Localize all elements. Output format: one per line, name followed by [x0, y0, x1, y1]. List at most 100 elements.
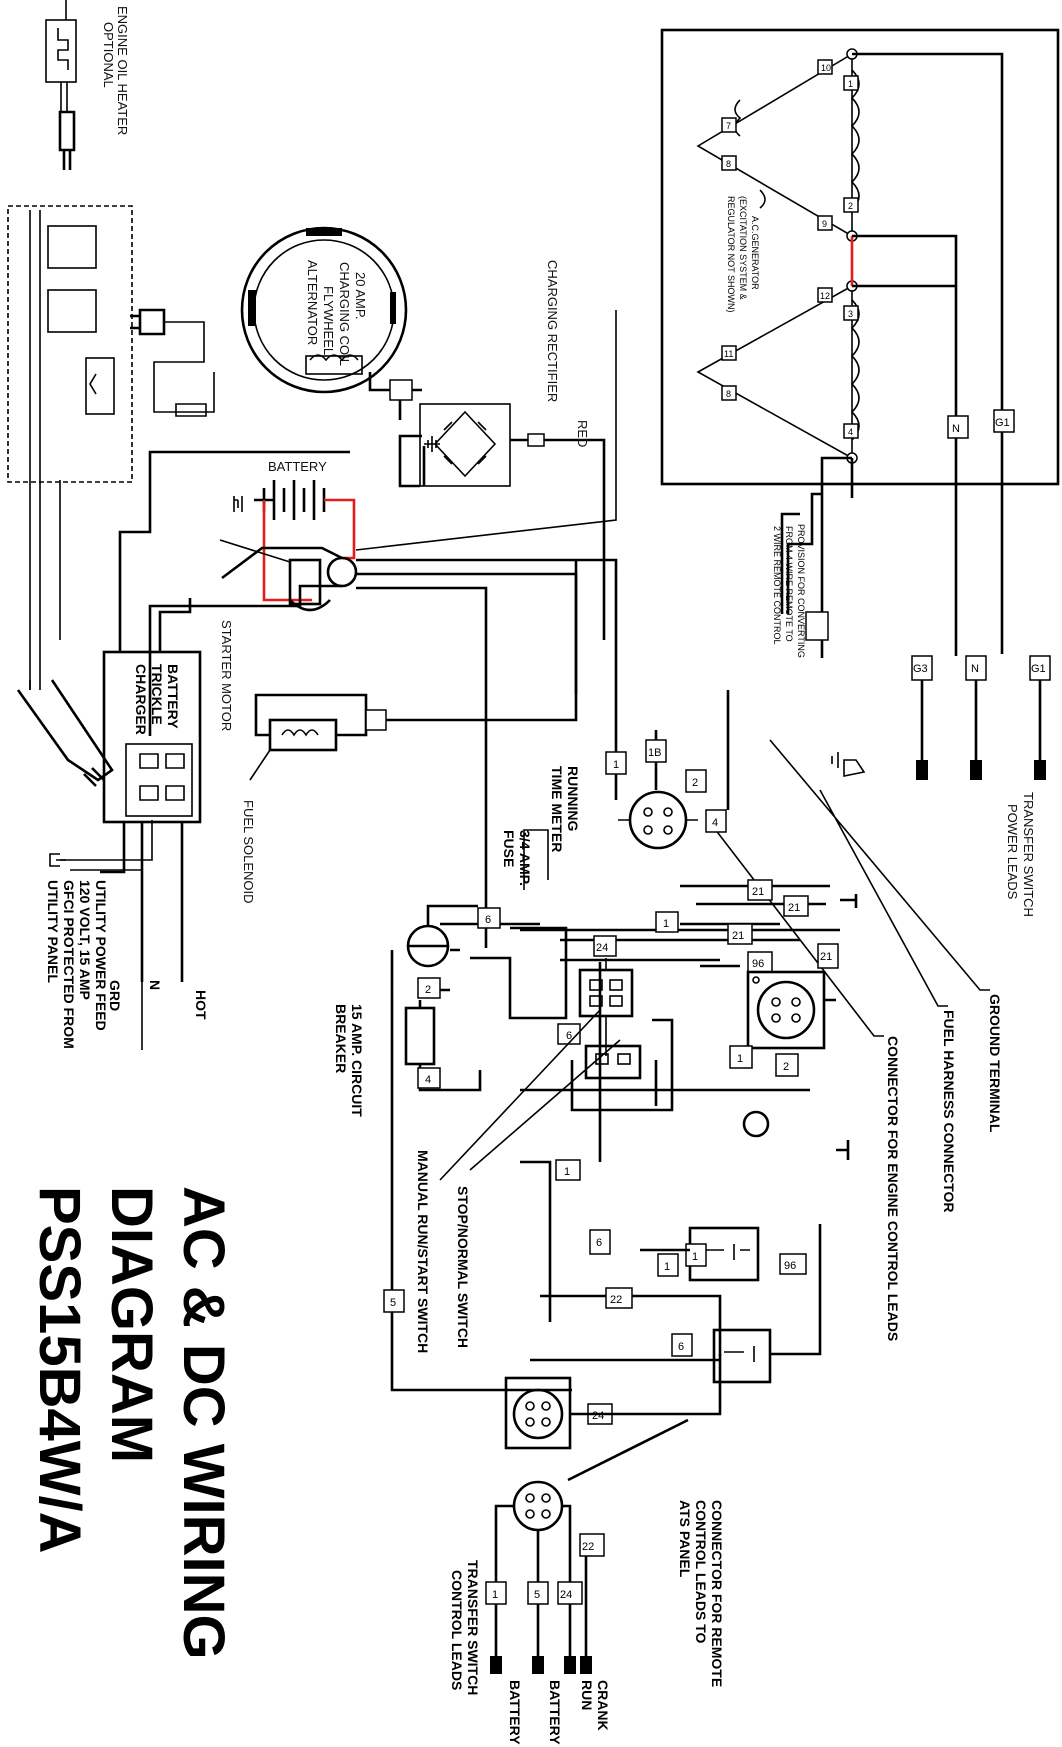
ts-tag-g1: G1 — [1031, 663, 1046, 675]
battery-label: BATTERY — [268, 459, 327, 474]
gen-tag-10: 10 — [821, 63, 831, 73]
battery-minus-label: BATTERY – — [507, 1680, 523, 1747]
manual-switch-label: MANUAL RUN/START SWITCH — [415, 1150, 431, 1353]
outlet-box — [7, 205, 133, 690]
engine-oil-heater — [45, 0, 77, 170]
gen-tag-1: 1 — [848, 79, 853, 89]
panel-tag-2: 2 — [425, 984, 431, 996]
remote-label-2: CONTROL LEADS TO — [693, 1500, 709, 1643]
gen-tag-12: 12 — [820, 291, 830, 301]
fuse — [406, 904, 478, 968]
panel-tag-96a: 96 — [752, 958, 764, 970]
ac-generator — [660, 28, 1060, 658]
provision-label-3: 2 WIRE REMOTE CONTROL — [772, 526, 782, 645]
utility-label-2: 120 VOLT, 15 AMP — [77, 880, 93, 1000]
relay-tag-96: 96 — [784, 1260, 796, 1272]
battery — [233, 480, 326, 520]
fuel-solenoid — [249, 560, 578, 781]
fuel-solenoid-label: FUEL SOLENOID — [241, 800, 256, 904]
engine-oil-heater-optional-label: OPTIONAL — [101, 22, 116, 88]
grd-label: GRD — [107, 980, 123, 1011]
rectifier-label: CHARGING RECTIFIER — [545, 260, 560, 402]
engine-control-connector — [746, 970, 826, 1050]
panel-tag-21d: 21 — [820, 951, 832, 963]
title-line-2: DIAGRAM — [99, 1186, 164, 1463]
stop-switch-label: STOP/NORMAL SWITCH — [455, 1186, 471, 1348]
ts-control-tag-1: 1 — [492, 1589, 498, 1601]
fh-tag-4: 4 — [712, 817, 718, 829]
alternator-connector — [389, 379, 413, 401]
ts-power-label-1: TRANSFER SWITCH — [1021, 792, 1036, 917]
panel-tag-21c: 21 — [732, 930, 744, 942]
trickle-charger-label-3: CHARGER — [133, 664, 149, 735]
remote-label-1: CONNECTOR FOR REMOTE — [709, 1500, 725, 1687]
panel-tag-6b: 6 — [566, 1030, 572, 1042]
run-label: RUN — [579, 1680, 595, 1710]
panel-tag-21b: 21 — [788, 902, 800, 914]
gen-tag-7: 7 — [726, 121, 731, 131]
running-meter-label-2: TIME METER — [549, 766, 565, 852]
circuit-breaker — [404, 1000, 436, 1072]
alternator-alternator-label: ALTERNATOR — [305, 260, 320, 345]
remote-connector-panel — [504, 1376, 572, 1450]
stop-normal-switch — [570, 1018, 674, 1112]
gen-tag-4: 4 — [848, 427, 853, 437]
title-line-1: AC & DC WIRING — [171, 1186, 236, 1660]
provision-label-2: FROM 4 WIRE REMOTE TO — [784, 526, 794, 642]
engine-oil-heater-label: ENGINE OIL HEATER — [115, 6, 130, 135]
gen-tag-8b: 8 — [726, 389, 731, 399]
ts-tag-g3: G3 — [913, 663, 928, 675]
breaker-label-2: BREAKER — [333, 1004, 349, 1073]
panel-tag-1a: 1 — [663, 918, 669, 930]
gen-n-tag: N — [952, 423, 960, 435]
relay-tag-1b: 1 — [664, 1261, 670, 1273]
fh-tag-1: 1 — [613, 759, 619, 771]
fuse-label-2: FUSE — [501, 830, 517, 867]
remote-connector-plug — [512, 1480, 564, 1532]
ground-terminal — [831, 752, 866, 777]
panel-tag-22a: 22 — [610, 1294, 622, 1306]
utility-label-1: UTILITY POWER FEED — [93, 880, 109, 1031]
alternator-amp-label: 20 AMP. — [353, 272, 368, 319]
ts-power-label-2: POWER LEADS — [1005, 804, 1020, 900]
n-label: N — [147, 980, 163, 990]
transfer-switch-power-leads — [911, 655, 1051, 780]
panel-tag-21a: 21 — [752, 886, 764, 898]
trickle-charger-label-1: BATTERY — [165, 664, 181, 729]
alternator-coil-label: CHARGING COIL — [337, 262, 352, 366]
ts-tag-n: N — [971, 663, 979, 675]
panel-tag-6a: 6 — [485, 914, 491, 926]
panel-tag-24a: 24 — [596, 942, 608, 954]
trickle-charger-label-2: TRICKLE — [149, 664, 165, 725]
ac-gen-label-3: REGULATOR NOT SHOWN) — [726, 196, 736, 313]
ac-gen-label-1: A.C.GENERATOR — [750, 216, 760, 290]
panel-tag-1b: 1 — [564, 1166, 570, 1178]
crank-label: CRANK — [595, 1680, 611, 1731]
panel-tag-4: 4 — [425, 1074, 431, 1086]
ec-tag-1: 1 — [737, 1053, 743, 1065]
gen-tag-3: 3 — [848, 309, 853, 319]
fh-tag-1b: 1B — [648, 747, 661, 759]
relay-lower — [712, 1328, 772, 1384]
panel-tag-24b: 24 — [592, 1410, 604, 1422]
fuse-label-1: 3/4 AMP. — [517, 830, 533, 886]
ground-terminal-label: GROUND TERMINAL — [987, 994, 1003, 1133]
starter-motor-label: STARTER MOTOR — [219, 620, 234, 731]
relay-tag-1a: 1 — [692, 1251, 698, 1263]
gen-tag-11: 11 — [724, 349, 733, 359]
gen-tag-8a: 8 — [726, 159, 731, 169]
panel-tag-5a: 5 — [390, 1297, 396, 1309]
alternator-flywheel-label: FLYWHEEL — [321, 286, 336, 355]
ts-control-tag-22: 22 — [582, 1541, 594, 1553]
running-meter-label-1: RUNNING — [565, 766, 581, 831]
trickle-charger-plug — [130, 308, 215, 417]
red-wire-label: RED — [575, 420, 590, 447]
utility-label-4: UTILITY PANEL — [45, 880, 61, 983]
panel-tag-6c: 6 — [596, 1237, 602, 1249]
battery-plus-label: BATTERY + — [547, 1680, 563, 1747]
ts-control-label-2: CONTROL LEADS — [449, 1570, 465, 1690]
ground-stud — [742, 1110, 770, 1138]
fuel-harness-label: FUEL HARNESS CONNECTOR — [941, 1010, 957, 1213]
generator-lead-tags: 10 1 2 9 7 8 12 3 4 11 8 — [721, 59, 859, 439]
